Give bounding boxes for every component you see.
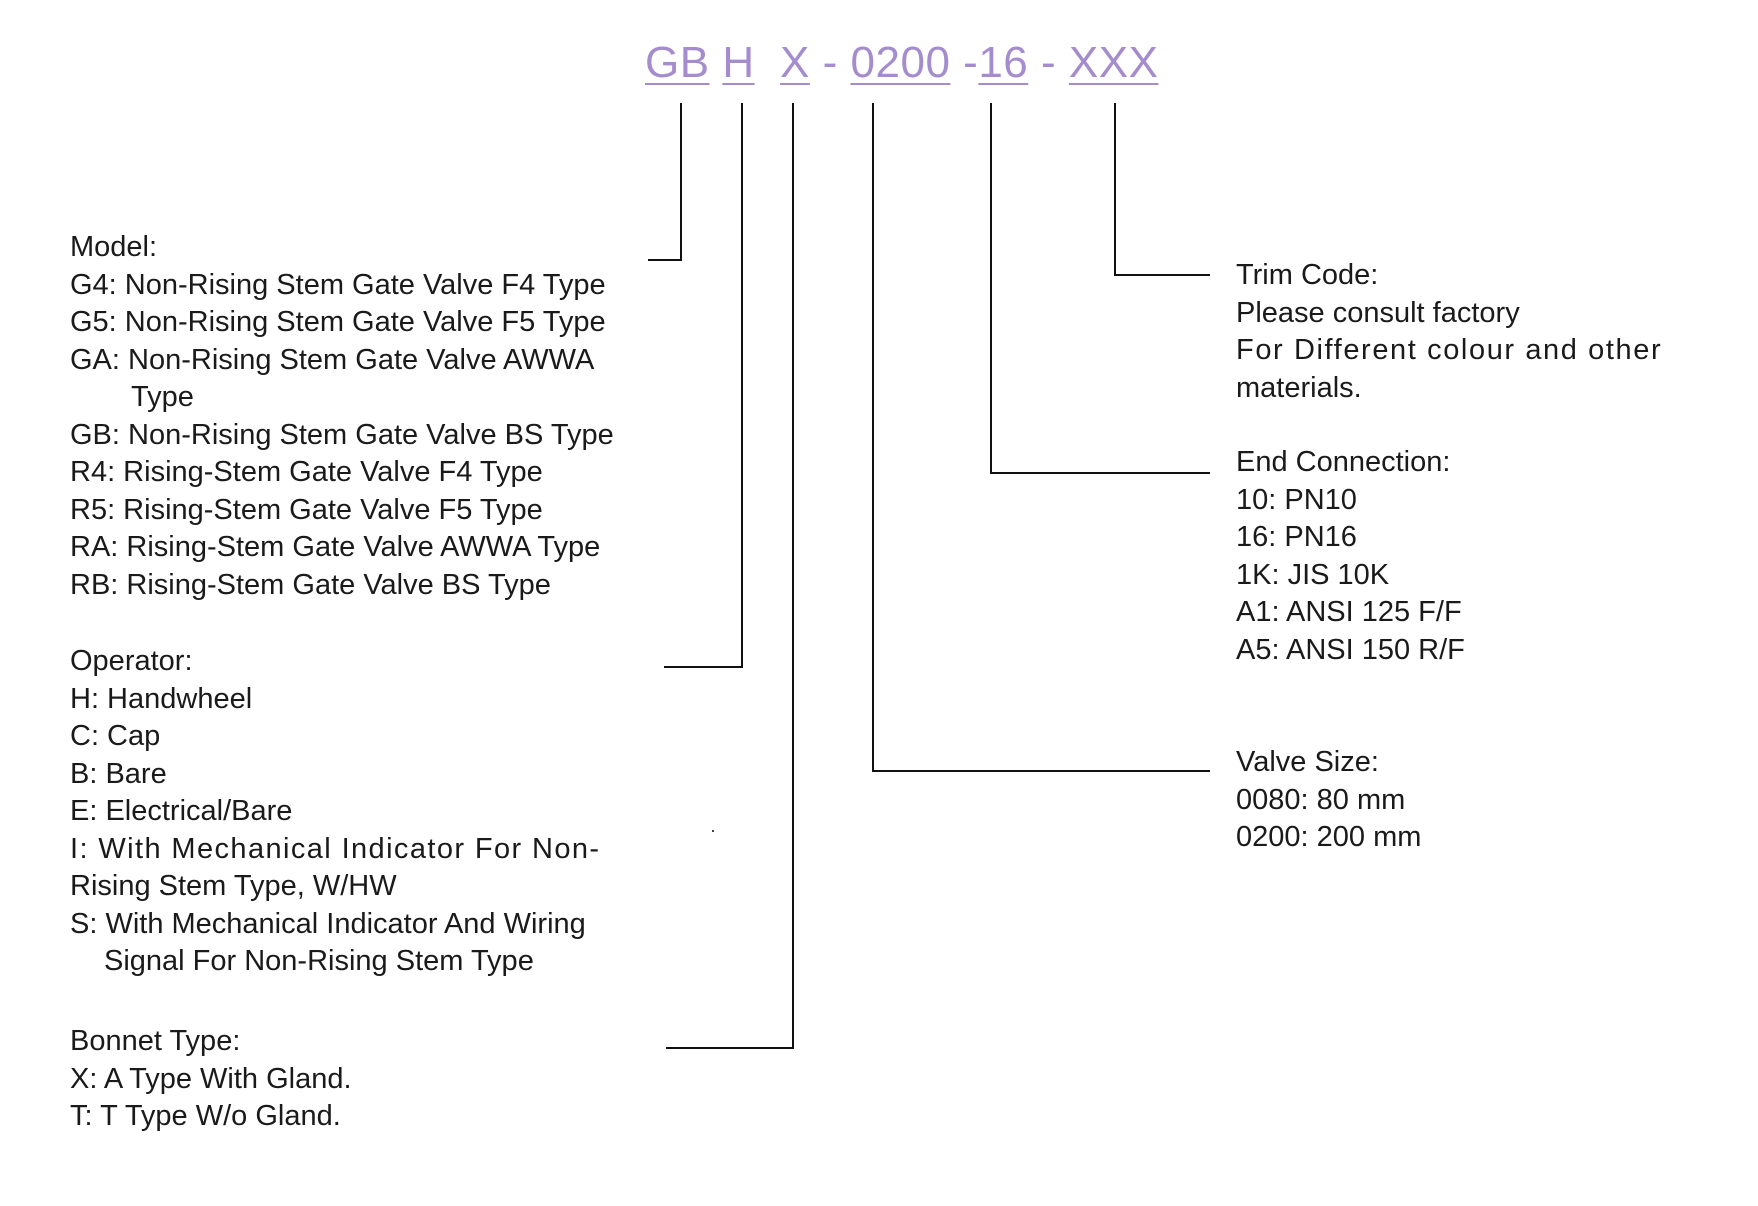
model-item: R5: Rising-Stem Gate Valve F5 Type [70, 493, 543, 526]
valve-size-block: Valve Size: 0080: 80 mm 0200: 200 mm [1236, 744, 1421, 857]
end-title: End Connection: [1236, 446, 1451, 478]
operator-item: C: Cap [70, 720, 161, 752]
code-separator: - [963, 38, 979, 87]
code-end: 16 [978, 38, 1029, 87]
bonnet-item: X: A Type With Gland. [70, 1062, 352, 1095]
code-separator: - [1041, 38, 1057, 87]
code-size: 0200 [850, 38, 951, 87]
connector-bonnet [666, 103, 794, 1049]
end-connection-block: End Connection: 10: PN10 16: PN16 1K: JI… [1236, 444, 1465, 669]
operator-title: Operator: [70, 645, 193, 677]
code-model: GB [645, 38, 710, 87]
code-trim: XXX [1068, 38, 1159, 87]
connector-size [872, 103, 1210, 772]
dot [712, 830, 714, 832]
model-title: Model: [70, 231, 158, 263]
trim-item: For Different colour and other [1236, 334, 1663, 366]
connector-trim [1114, 103, 1210, 276]
connector-model [648, 103, 682, 261]
model-item: GA: Non-Rising Stem Gate Valve AWWA [70, 343, 595, 376]
size-item: 0080: 80 mm [1236, 783, 1406, 816]
operator-block: Operator: H: Handwheel C: Cap B: Bare E:… [70, 643, 600, 981]
end-item: 1K: JIS 10K [1236, 558, 1390, 591]
model-item: GB: Non-Rising Stem Gate Valve BS Type [70, 418, 614, 451]
code-separator: - [822, 38, 838, 87]
end-item: 10: PN10 [1236, 483, 1357, 516]
model-code: GB H X - 0200 -16 - XXX [645, 38, 1158, 88]
operator-item: Signal For Non-Rising Stem Type [104, 945, 534, 977]
end-item: A5: ANSI 150 R/F [1236, 633, 1465, 666]
model-block: Model: G4: Non-Rising Stem Gate Valve F4… [70, 229, 614, 604]
connector-operator [664, 103, 743, 668]
end-item: A1: ANSI 125 F/F [1236, 596, 1462, 628]
operator-item: E: Electrical/Bare [70, 795, 293, 827]
model-item: G5: Non-Rising Stem Gate Valve F5 Type [70, 306, 606, 338]
model-item: RB: Rising-Stem Gate Valve BS Type [70, 568, 551, 601]
operator-item: S: With Mechanical Indicator And Wiring [70, 907, 586, 940]
size-item: 0200: 200 mm [1236, 821, 1422, 853]
bonnet-item: T: T Type W/o Gland. [70, 1100, 341, 1132]
operator-item: I: With Mechanical Indicator For Non- [70, 832, 601, 865]
end-item: 16: PN16 [1236, 521, 1357, 553]
model-item: G4: Non-Rising Stem Gate Valve F4 Type [70, 268, 606, 301]
trim-item: Please consult factory [1236, 296, 1520, 329]
bonnet-title: Bonnet Type: [70, 1025, 241, 1057]
bonnet-block: Bonnet Type: X: A Type With Gland. T: T … [70, 1023, 352, 1136]
model-item: RA: Rising-Stem Gate Valve AWWA Type [70, 531, 601, 563]
operator-item: B: Bare [70, 757, 167, 790]
trim-title: Trim Code: [1236, 259, 1379, 291]
size-title: Valve Size: [1236, 746, 1379, 778]
connector-end [990, 103, 1210, 474]
operator-item: H: Handwheel [70, 682, 253, 715]
operator-item: Rising Stem Type, W/HW [70, 870, 397, 902]
trim-item: materials. [1236, 371, 1362, 404]
trim-block: Trim Code: Please consult factory For Di… [1236, 257, 1662, 407]
code-operator: H [722, 38, 755, 87]
model-item: R4: Rising-Stem Gate Valve F4 Type [70, 456, 543, 488]
model-item: Type [131, 381, 194, 413]
code-bonnet: X [780, 38, 810, 87]
